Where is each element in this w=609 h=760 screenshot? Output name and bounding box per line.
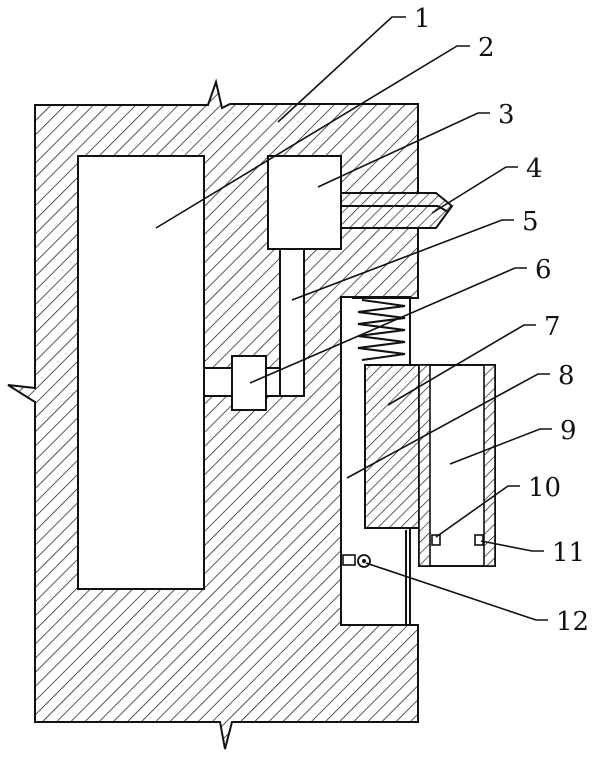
- label-10: 10: [528, 473, 561, 503]
- label-5: 5: [522, 207, 539, 237]
- sleeve-left-wall: [419, 365, 430, 566]
- upper-chamber: [268, 156, 341, 249]
- sleeve-right-wall: [484, 365, 495, 566]
- large-cavity: [78, 156, 204, 589]
- label-3: 3: [498, 100, 515, 130]
- label-11: 11: [552, 538, 585, 568]
- vertical-channel: [280, 248, 304, 396]
- roller-bracket: [343, 555, 355, 565]
- label-8: 8: [558, 361, 575, 391]
- piston-block: [365, 365, 419, 528]
- label-1: 1: [414, 4, 431, 34]
- label-12: 12: [556, 607, 589, 637]
- label-4: 4: [526, 154, 543, 184]
- label-9: 9: [560, 416, 577, 446]
- label-7: 7: [544, 312, 561, 342]
- slider-block: [232, 356, 266, 410]
- label-6: 6: [535, 255, 552, 285]
- sensor-11: [475, 535, 483, 545]
- label-2: 2: [478, 33, 495, 63]
